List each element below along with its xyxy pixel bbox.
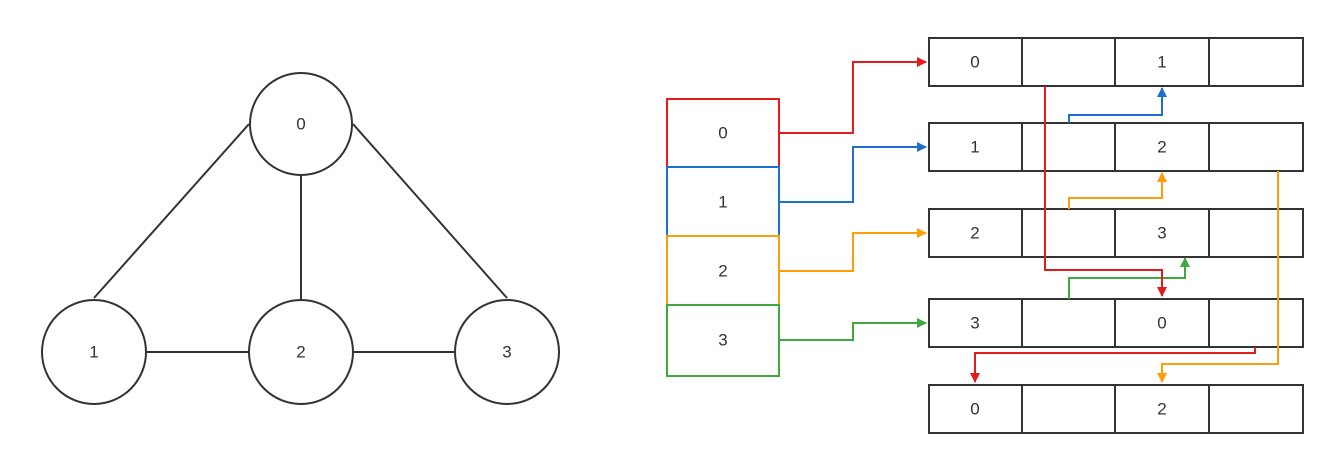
head-array xyxy=(666,98,780,377)
graph-node-1-label: 1 xyxy=(89,343,98,362)
arc-row-1-head: 2 xyxy=(1157,138,1166,157)
graph-node-3 xyxy=(454,299,560,405)
arc-cell xyxy=(1021,298,1116,348)
arc-cell xyxy=(1021,208,1116,258)
graph-node-0 xyxy=(249,72,353,176)
arc-cell xyxy=(1208,384,1304,434)
arc-cell xyxy=(1021,384,1116,434)
arc-cell xyxy=(1208,37,1304,87)
arc-row-3-tail: 3 xyxy=(970,314,979,333)
graph-node-3-label: 3 xyxy=(502,343,511,362)
arc-cell xyxy=(1114,208,1210,258)
head-cell-2-label: 2 xyxy=(718,262,727,281)
arc-row-0-tail: 0 xyxy=(970,53,979,72)
red-outlink-arrow xyxy=(970,347,1256,383)
arc-cell xyxy=(1208,208,1304,258)
arc-cell xyxy=(928,37,1023,87)
head-1-pointer-arrow xyxy=(779,142,927,203)
orange-inlink-arrow xyxy=(1068,172,1167,209)
graph-node-2 xyxy=(248,299,354,405)
arc-rows xyxy=(928,37,1304,434)
head-3-pointer-arrow xyxy=(779,318,927,341)
head-2-pointer-arrow xyxy=(779,228,927,272)
graph-edge-0-1 xyxy=(93,123,250,299)
arc-cell xyxy=(1114,384,1210,434)
graph-node-0-label: 0 xyxy=(296,115,305,134)
arc-row-3-head: 0 xyxy=(1157,314,1166,333)
head-cell-0-label: 0 xyxy=(718,124,727,143)
arc-cell xyxy=(1208,298,1304,348)
head-cell-1 xyxy=(666,166,780,237)
orange-outlink-arrow xyxy=(1157,171,1279,383)
arc-cell xyxy=(1208,122,1304,172)
head-cell-1-label: 1 xyxy=(718,193,727,212)
head-0-pointer-arrow xyxy=(779,57,927,134)
green-inlink-arrow xyxy=(1068,257,1190,299)
arc-row-4-head: 2 xyxy=(1157,400,1166,419)
arc-cell xyxy=(1021,122,1116,172)
graph-node-1 xyxy=(41,299,147,405)
arc-cell xyxy=(1114,37,1210,87)
arc-cell xyxy=(928,122,1023,172)
arc-cell xyxy=(928,298,1023,348)
arc-row-0-head: 1 xyxy=(1157,53,1166,72)
graph-nodes: 0 1 2 3 xyxy=(41,72,560,405)
arc-cell xyxy=(928,384,1023,434)
arc-row-4 xyxy=(928,384,1304,434)
arc-row-2 xyxy=(928,208,1304,258)
arc-cell xyxy=(1021,37,1116,87)
arc-row-0 xyxy=(928,37,1304,87)
red-inlink-arrow xyxy=(1044,86,1167,297)
undirected-graph xyxy=(93,123,508,353)
arc-row-2-head: 3 xyxy=(1157,224,1166,243)
graph-edge-0-3 xyxy=(352,123,508,299)
arc-cell xyxy=(928,208,1023,258)
blue-inlink-arrow xyxy=(1068,87,1167,123)
arc-row-1-tail: 1 xyxy=(970,138,979,157)
arc-row-4-tail: 0 xyxy=(970,400,979,419)
arc-row-3 xyxy=(928,298,1304,348)
graph-node-2-label: 2 xyxy=(296,343,305,362)
arc-cell xyxy=(1114,298,1210,348)
arc-row-1 xyxy=(928,122,1304,172)
head-cell-3-label: 3 xyxy=(718,331,727,350)
arc-row-2-tail: 2 xyxy=(970,224,979,243)
